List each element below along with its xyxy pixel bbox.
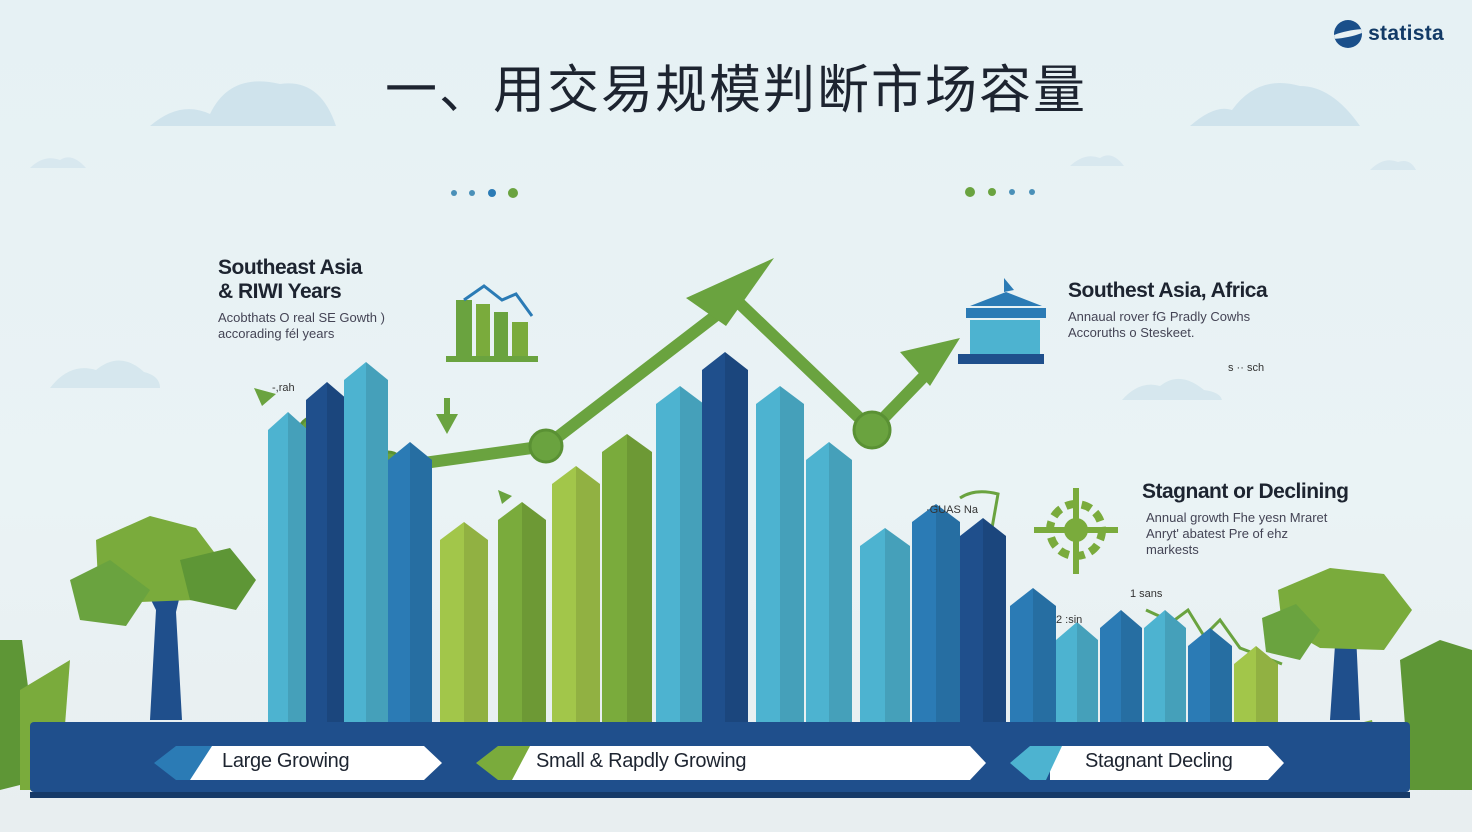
sun-gear-icon	[1034, 488, 1118, 574]
band-ribbon-small	[512, 746, 986, 780]
bar-shade-4	[410, 442, 432, 722]
bar-shade-12	[829, 442, 852, 722]
brand-mark-icon	[1334, 20, 1363, 48]
bar-shade-15	[983, 518, 1006, 722]
bar-shade-19	[1165, 610, 1186, 722]
annotation-label: s ·· sch	[1228, 362, 1265, 374]
bar-shade-8	[627, 434, 652, 722]
band-label-small-rapidly-growing: Small & Rapdly Growing	[536, 750, 747, 772]
bar-19	[1144, 610, 1186, 722]
bar-12	[806, 442, 852, 722]
diamond-marker-icon	[1010, 746, 1062, 780]
cloud-icon	[30, 155, 1416, 170]
annotation-label: 1 sans	[1130, 588, 1163, 600]
bar-6	[498, 502, 546, 722]
bar-shade-18	[1121, 610, 1142, 722]
band-label-stagnant-declining: Stagnant Decling	[1085, 750, 1233, 772]
bar-21	[1234, 646, 1278, 722]
bar-shade-11	[780, 386, 804, 722]
tree-icon	[1262, 568, 1412, 720]
bar-shade-5	[464, 522, 488, 722]
bar-shade-2	[327, 382, 348, 722]
bar-2	[306, 382, 348, 722]
annotation-label: ·GUAS Na	[926, 504, 978, 516]
annotation-label: -,rah	[272, 382, 295, 394]
trend-node	[528, 428, 564, 464]
diamond-marker-icon	[476, 746, 530, 780]
band-label-large-growing: Large Growing	[222, 750, 350, 772]
cloud-icon	[1190, 83, 1360, 126]
bar-9	[656, 386, 704, 722]
bar-13	[860, 528, 910, 722]
region-heading: Stagnant or Declining	[1142, 480, 1349, 503]
arrow-icon	[254, 388, 512, 504]
bar-16	[1010, 588, 1056, 722]
bottom-bar-shadow	[30, 792, 1410, 798]
cloud-icon	[1122, 378, 1222, 400]
return-arrow-icon	[959, 490, 1000, 529]
region-heading-line-2: & RIWI Years	[218, 280, 342, 303]
bar-10	[702, 352, 748, 722]
band-ribbon-stagnant	[1050, 746, 1284, 780]
trend-node	[852, 410, 892, 450]
region-description: Annaual rover fG Pradly Cowhs	[1068, 309, 1251, 324]
bar-shade-17	[1077, 622, 1098, 722]
bar-4	[388, 442, 432, 722]
bar-14	[912, 504, 960, 722]
down-arrow-icon	[436, 398, 458, 434]
region-heading: Southeast Asia	[218, 256, 362, 279]
bar-1	[268, 412, 308, 722]
bar-shade-13	[885, 528, 910, 722]
bar-shade-21	[1256, 646, 1278, 722]
bar-20	[1188, 628, 1232, 722]
region-label-africa: Southest Asia, Africa Annaual rover fG P…	[1068, 279, 1268, 341]
trend-arrowhead	[686, 258, 774, 326]
bar-group	[268, 352, 1278, 722]
bar-shade-16	[1033, 588, 1056, 722]
brand-logo: statista	[1334, 20, 1444, 48]
annotation-label: 2 :sin	[1056, 614, 1083, 626]
brand-name: statista	[1368, 22, 1444, 45]
bar-18	[1100, 610, 1142, 722]
trend-arrowhead	[900, 338, 960, 386]
cloud-icon	[50, 360, 160, 388]
region-label-southeast-asia: Southeast Asia & RIWI Years Acobthats O …	[218, 256, 385, 342]
bar-shade-14	[936, 504, 960, 722]
region-description-line-2: accorading fél years	[218, 326, 335, 341]
bar-shade-20	[1210, 628, 1232, 722]
region-description-line-2: Accoruths o Steskeet.	[1068, 325, 1195, 340]
region-description-line-3: markests	[1146, 542, 1199, 557]
bar-3	[344, 362, 388, 722]
bar-shade-3	[366, 362, 388, 722]
bar-shade-6	[522, 502, 546, 722]
bar-7	[552, 466, 600, 722]
region-label-stagnant: Stagnant or Declining Annual growth Fhe …	[1142, 480, 1349, 558]
page-title: 一、用交易规模判断市场容量	[384, 61, 1087, 121]
cloud-icon	[150, 81, 336, 126]
bar-15	[960, 518, 1006, 722]
region-heading: Southest Asia, Africa	[1068, 279, 1268, 302]
band-ribbon-large	[190, 746, 442, 780]
bar-shade-10	[725, 352, 748, 722]
region-description-line-2: Anryt' abatest Pre of ehz	[1146, 526, 1288, 541]
bar-shade-9	[680, 386, 704, 722]
bar-11	[756, 386, 804, 722]
region-description: Annual growth Fhe yesn Mraret	[1146, 510, 1328, 525]
bar-17	[1056, 622, 1098, 722]
region-description: Acobthats O real SE Gowth )	[218, 310, 385, 325]
tree-icon	[70, 516, 256, 720]
city-chart-icon	[446, 284, 538, 362]
bar-8	[602, 434, 652, 722]
dot-separator	[451, 187, 1035, 198]
institution-icon	[958, 278, 1046, 364]
bar-5	[440, 522, 488, 722]
diamond-marker-icon	[154, 746, 212, 780]
bar-shade-7	[576, 466, 600, 722]
bar-shade-1	[288, 412, 308, 722]
